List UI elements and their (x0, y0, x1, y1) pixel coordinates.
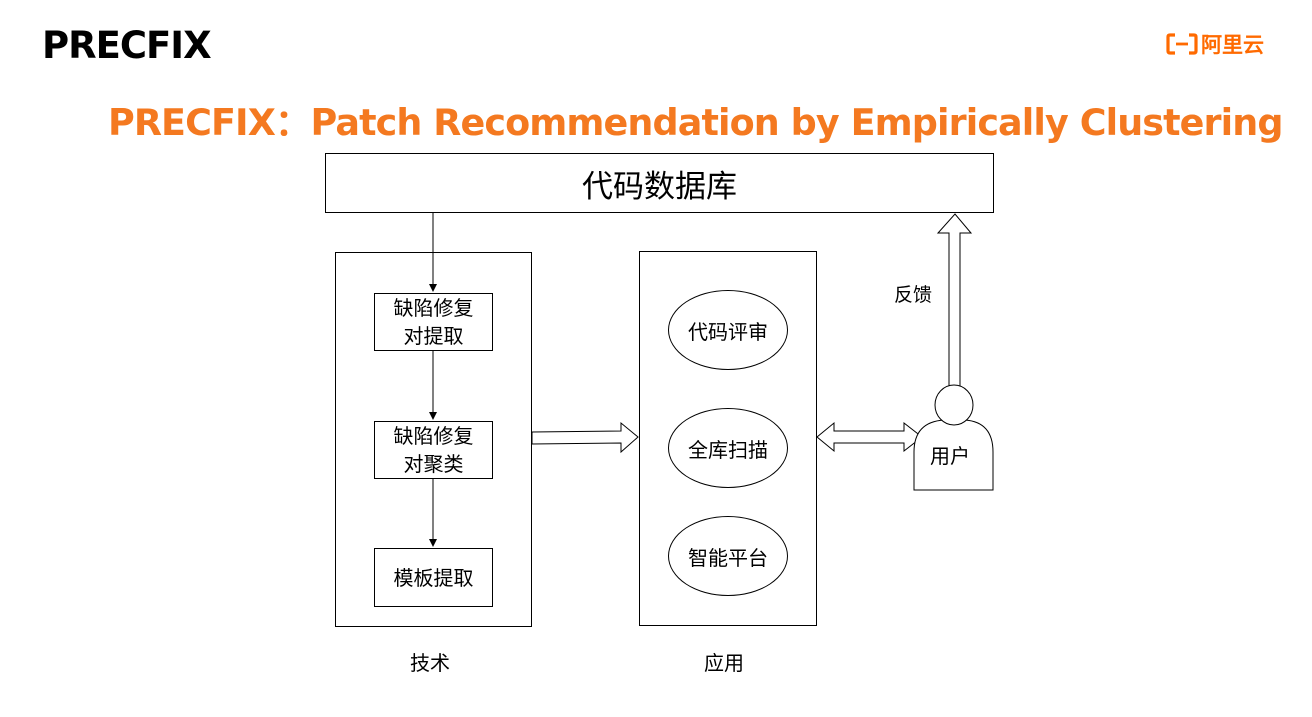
arrow-application-user-bidirectional (816, 421, 923, 453)
step-defect-fix-pair-clustering: 缺陷修复 对聚类 (374, 421, 493, 479)
aliyun-logo: 阿里云 (1166, 30, 1264, 58)
aliyun-logo-icon (1166, 33, 1198, 55)
step-defect-fix-pair-extraction: 缺陷修复 对提取 (374, 293, 493, 351)
user-label: 用户 (930, 444, 970, 468)
step-template-extraction: 模板提取 (374, 548, 493, 607)
subtitle: PRECFIX：Patch Recommendation by Empirica… (108, 101, 1283, 144)
app-full-repo-scan: 全库扫描 (668, 408, 788, 488)
arrow-technology-to-application (531, 421, 639, 454)
app-smart-platform: 智能平台 (668, 516, 788, 596)
logo-text: 阿里云 (1201, 33, 1264, 57)
application-label: 应用 (704, 651, 744, 675)
arrow-feedback-to-database (936, 213, 973, 389)
code-database-box: 代码数据库 (325, 153, 994, 213)
slide-title: PRECFIX (42, 24, 212, 67)
technology-label: 技术 (410, 651, 450, 675)
app-code-review: 代码评审 (668, 290, 788, 370)
user-figure-icon (913, 384, 994, 491)
feedback-label: 反馈 (894, 284, 933, 306)
